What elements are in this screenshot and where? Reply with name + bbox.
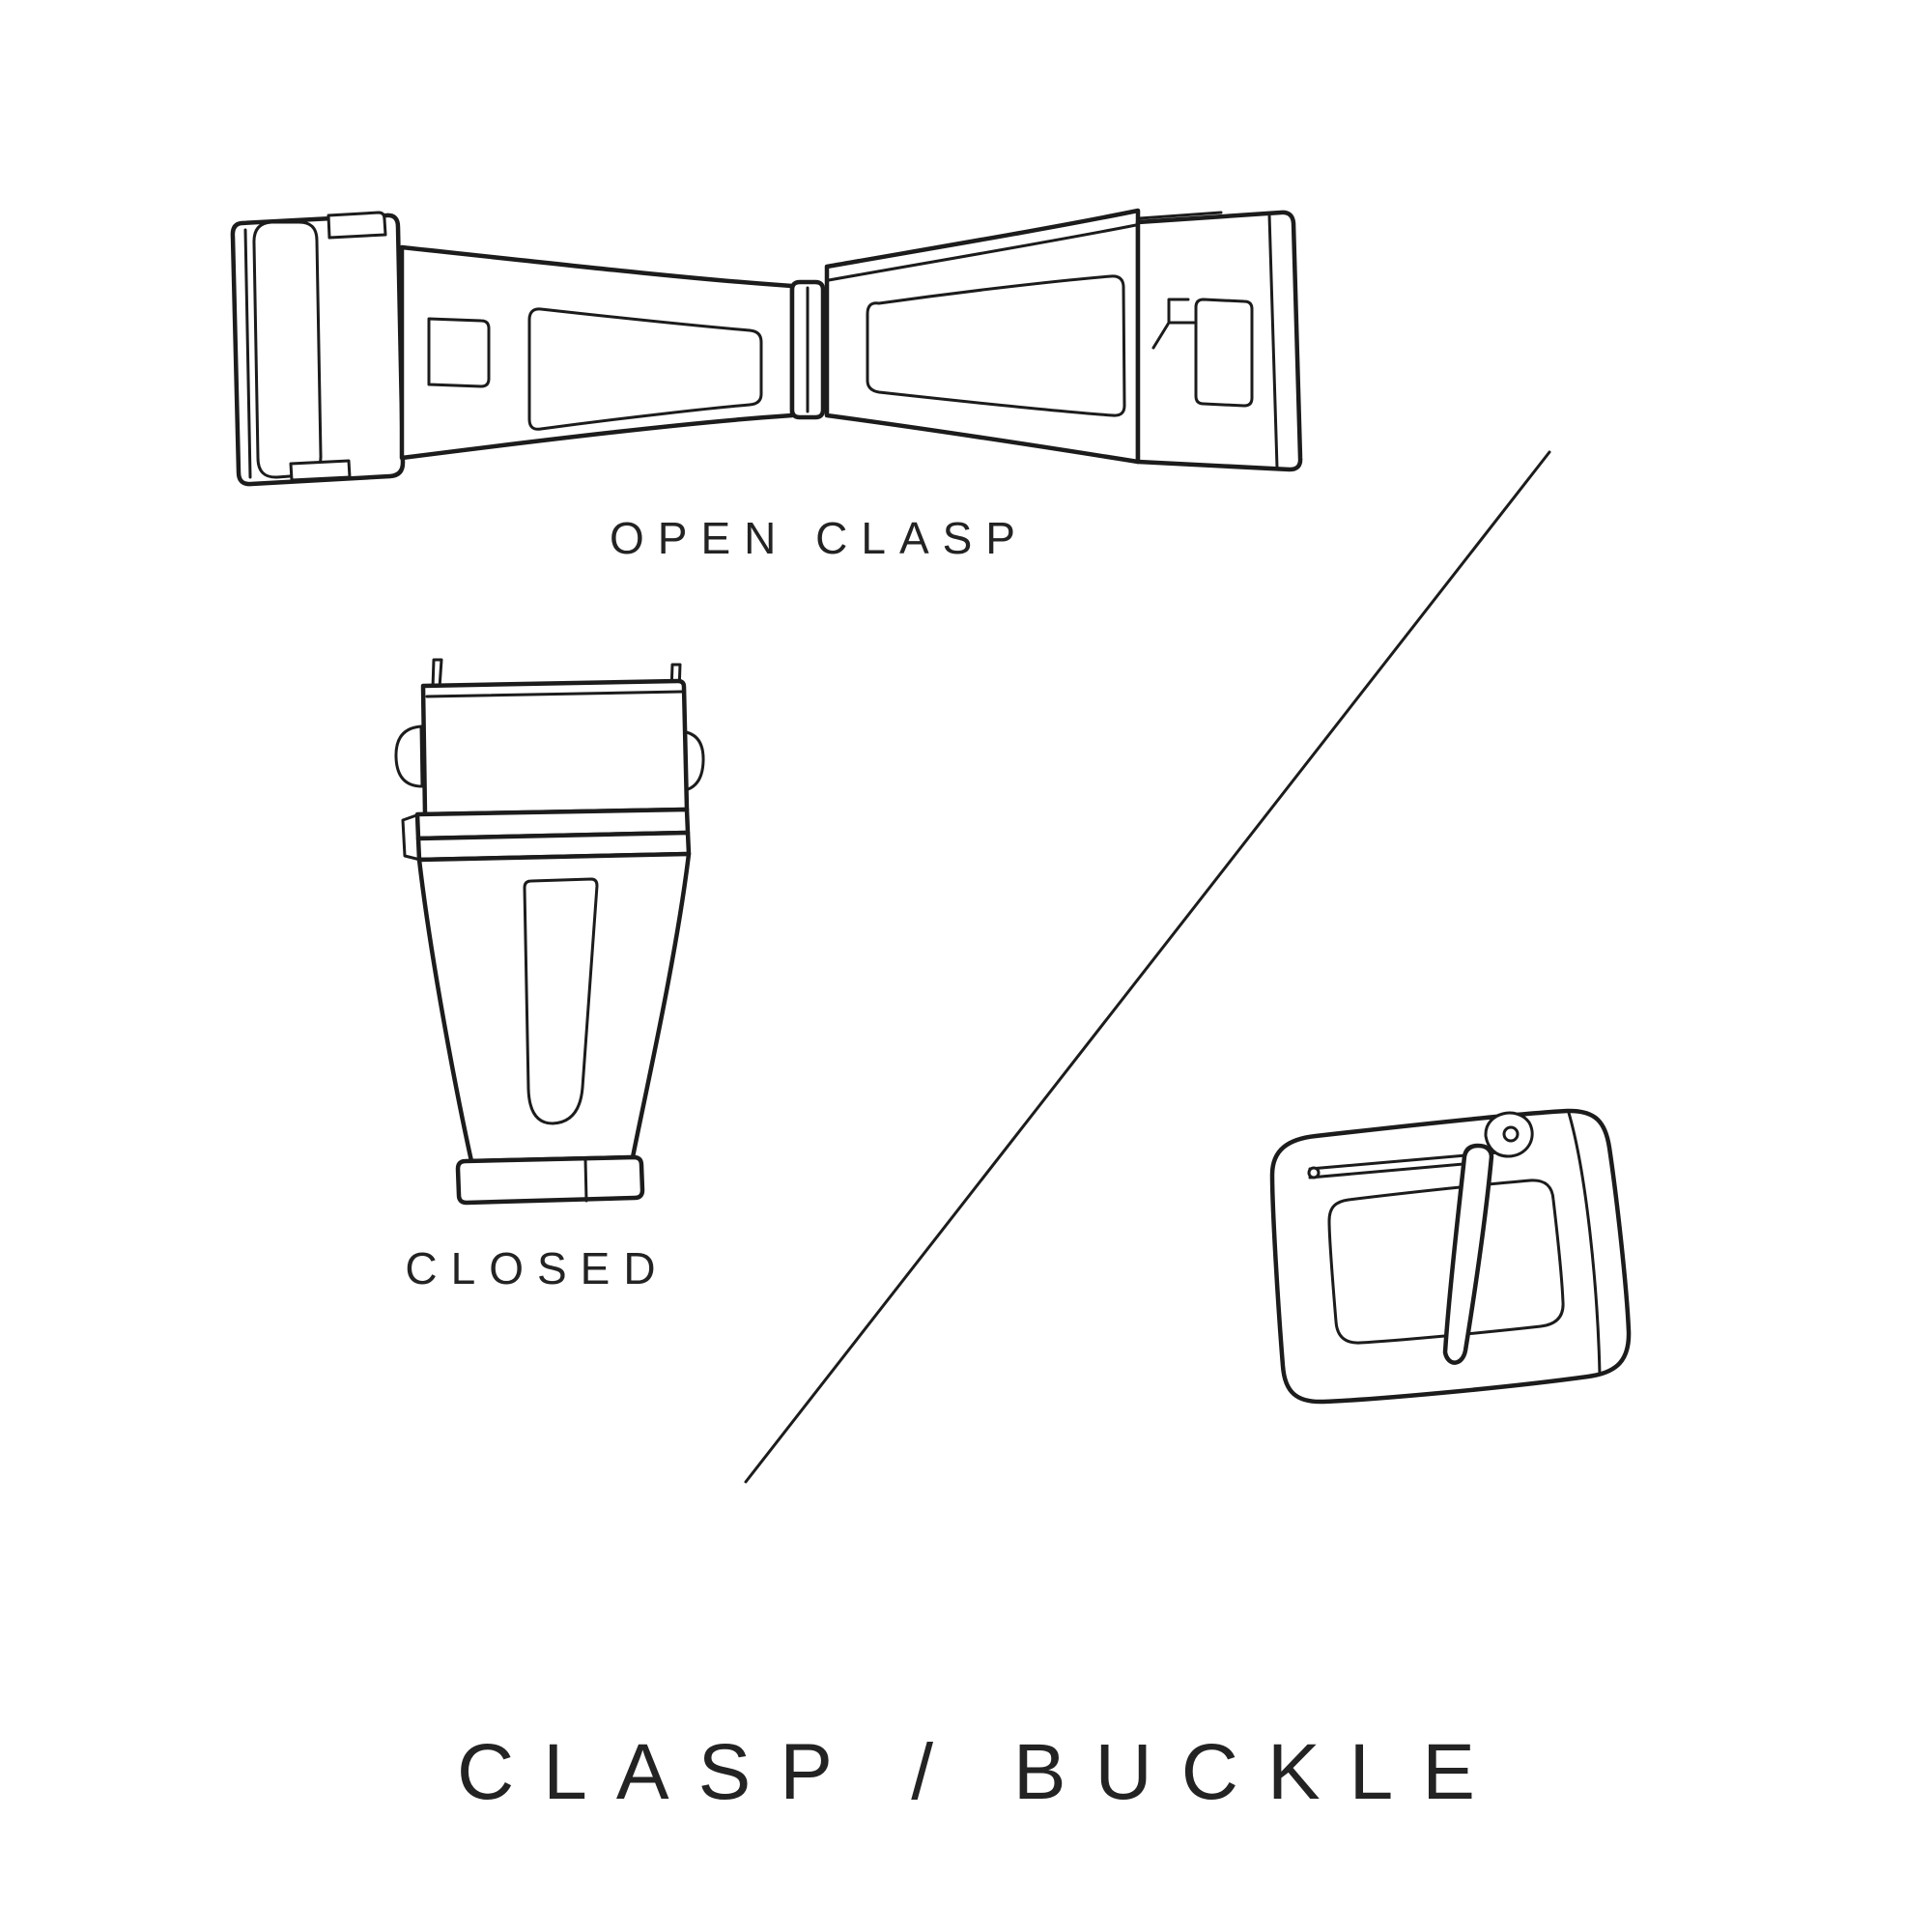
closed-clasp-illustration — [394, 658, 705, 1206]
divider-line — [744, 450, 1551, 1484]
closed-label: CLOSED — [405, 1243, 669, 1293]
diagram-title: CLASP / BUCKLE — [457, 1728, 1504, 1816]
open-clasp-illustration — [230, 208, 1303, 487]
open-clasp-label: OPEN CLASP — [610, 513, 1029, 563]
buckle-illustration — [1269, 1108, 1632, 1405]
